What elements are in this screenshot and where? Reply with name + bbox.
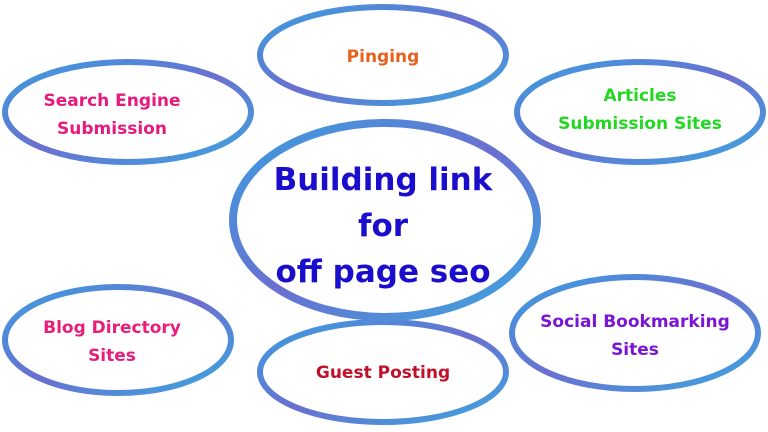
node-label: Submission xyxy=(57,119,167,139)
center-ellipse-shape xyxy=(229,119,541,321)
node-social-bookmarking-sites: Social Bookmarking Sites xyxy=(509,274,761,392)
node-search-engine-submission: Search Engine Submission xyxy=(2,59,254,165)
node-label: Pinging xyxy=(347,47,420,67)
center-title-line: for xyxy=(358,208,409,244)
node-articles-submission-sites: Articles Submission Sites xyxy=(514,59,766,165)
ellipse-shape xyxy=(509,274,761,392)
node-label: Sites xyxy=(611,340,659,360)
node-label: Guest Posting xyxy=(316,363,450,383)
ellipse-shape xyxy=(257,4,509,106)
node-label: Articles xyxy=(603,86,676,106)
center-node: Building link for off page seo xyxy=(229,119,541,321)
ellipse-shape xyxy=(257,319,509,425)
node-blog-directory-sites: Blog Directory Sites xyxy=(2,284,234,396)
ellipse-shape xyxy=(514,59,766,165)
center-title-line: Building link xyxy=(274,162,494,198)
node-label: Blog Directory xyxy=(43,318,181,338)
node-label: Search Engine xyxy=(43,91,180,111)
node-label: Social Bookmarking xyxy=(540,312,730,332)
ellipse-shape xyxy=(2,59,254,165)
center-title-line: off page seo xyxy=(275,254,490,290)
ellipse-shape xyxy=(2,284,234,396)
node-label: Submission Sites xyxy=(558,114,722,134)
node-pinging: Pinging xyxy=(257,4,509,106)
node-guest-posting: Guest Posting xyxy=(257,319,509,425)
node-label: Sites xyxy=(88,346,136,366)
